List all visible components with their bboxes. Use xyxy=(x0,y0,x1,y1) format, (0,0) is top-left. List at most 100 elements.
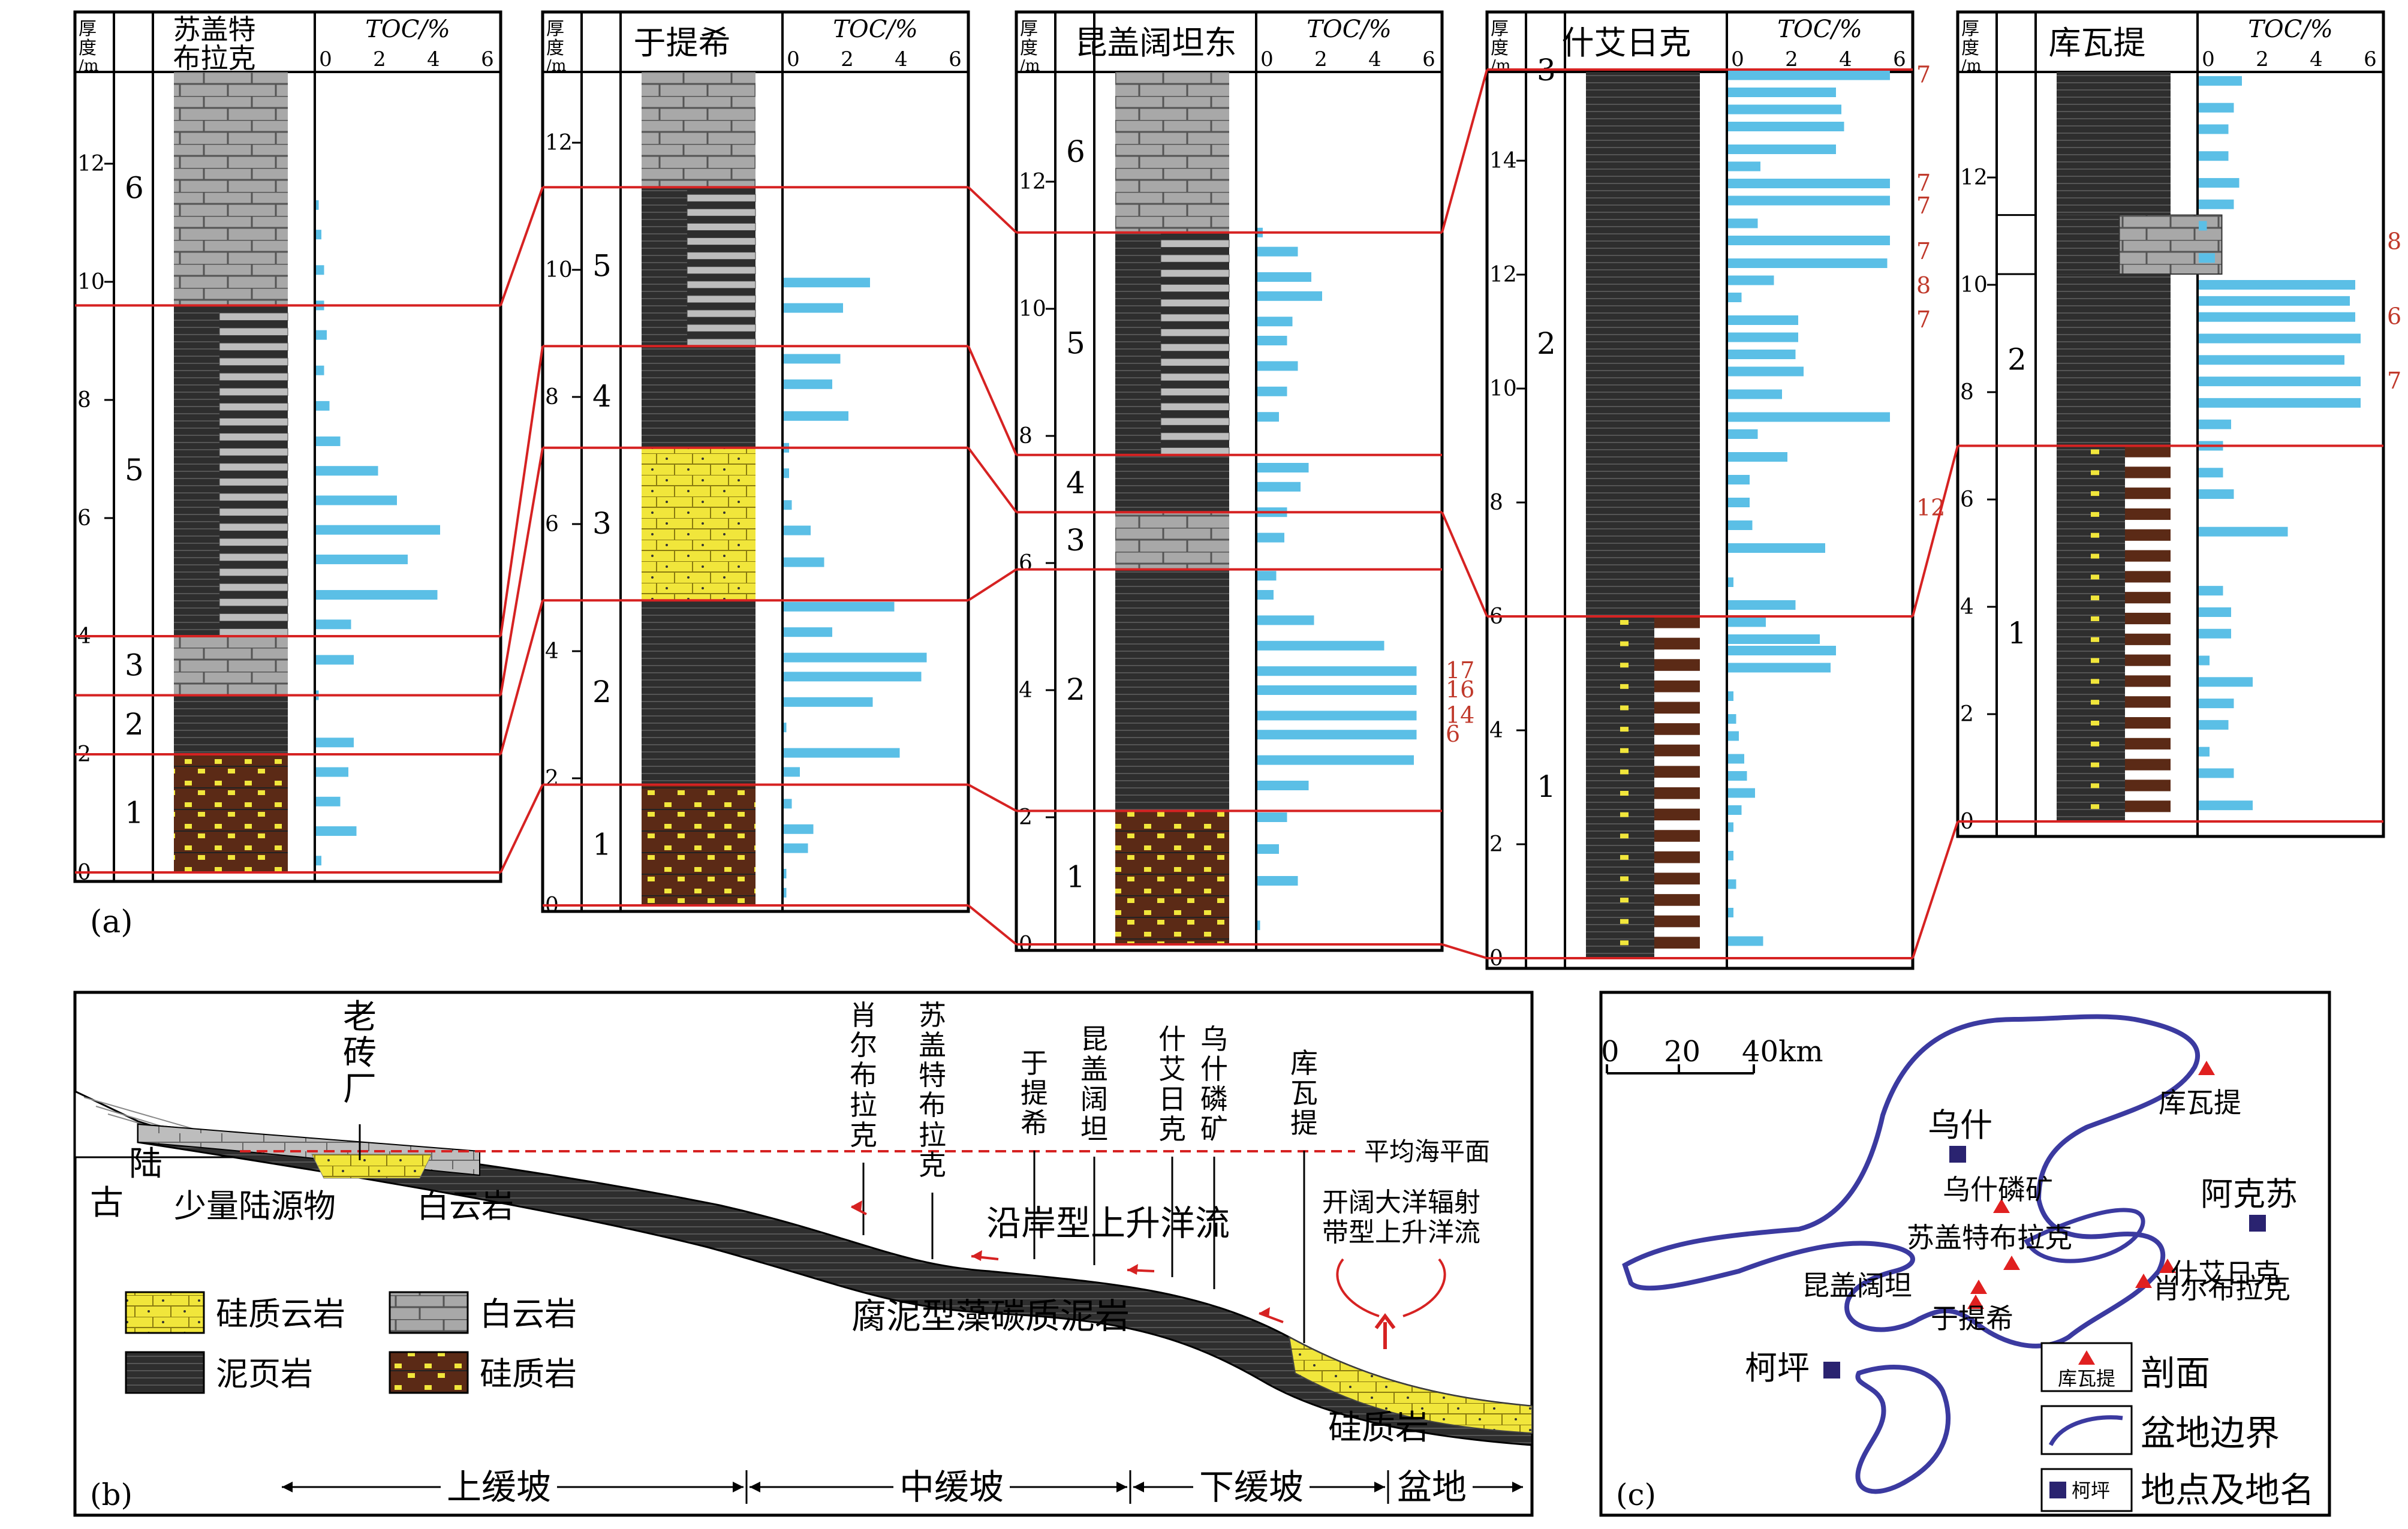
lith-chert-nodule xyxy=(1620,620,1629,625)
depth-tick-label: 6 xyxy=(1960,487,1974,512)
lith-chert-nodule xyxy=(1620,769,1629,775)
toc-bar xyxy=(1728,452,1787,462)
toc-bar xyxy=(1257,640,1384,651)
toc-tick-label: 6 xyxy=(949,47,962,71)
lith-dolomite-stripe xyxy=(219,463,288,471)
lith-dolomite-stripe xyxy=(687,222,756,231)
map-profile-1: 库瓦提 xyxy=(2159,1061,2241,1119)
lith-shale-stripe xyxy=(1161,425,1229,433)
zone-arrowhead xyxy=(733,1482,744,1492)
toc-bar xyxy=(1728,520,1753,530)
lith-dolomite-stripe xyxy=(1160,239,1230,248)
column-frame xyxy=(541,10,970,913)
lith-shale xyxy=(642,187,687,347)
toc-overflow-label: 6 xyxy=(2387,303,2401,330)
toc-bar xyxy=(1257,876,1298,886)
map-profile-5: 肖尔布拉克 xyxy=(2135,1272,2290,1305)
toc-bar xyxy=(2199,677,2253,687)
lith-siliceous-stripe xyxy=(1654,787,1700,799)
legend-profile-label: 剖面 xyxy=(2141,1353,2210,1393)
depth-tick-label: 8 xyxy=(1489,490,1503,515)
toc-bar xyxy=(2199,312,2355,322)
depth-tick-label: 10 xyxy=(545,258,573,282)
lith-chert-nodule xyxy=(2091,658,2099,663)
toc-header: TOC/% xyxy=(1307,16,1392,43)
legend-boundary-box xyxy=(2040,1405,2133,1455)
toc-bar xyxy=(784,627,832,637)
toc-bar xyxy=(1728,195,1890,206)
lith-siliceous-stripe xyxy=(2125,487,2171,499)
toc-overflow-label: 7 xyxy=(2387,368,2401,394)
unit-number: 6 xyxy=(1066,134,1085,169)
toc-bar xyxy=(1257,812,1287,822)
lith-dolomite-stripe xyxy=(219,478,288,486)
depth-tick-label: 12 xyxy=(1960,165,1988,190)
depth-header-unit: /m xyxy=(1020,57,1040,75)
lith-siliceous-stripe xyxy=(2125,529,2171,541)
correlation-line xyxy=(967,568,1018,601)
legend-profile-sample: 库瓦提 xyxy=(2058,1367,2115,1390)
lith-shale-stripe xyxy=(1161,336,1229,344)
toc-bar xyxy=(1728,714,1736,724)
lith-siliceous-stripe xyxy=(2125,738,2171,750)
profile-marker xyxy=(2159,1259,2176,1273)
correlation-line xyxy=(967,904,1018,946)
toc-bar xyxy=(784,887,787,898)
toc-bar xyxy=(316,826,357,836)
lith-shale-stripe xyxy=(219,606,288,614)
toc-bar xyxy=(1728,122,1844,131)
lith-siliceous-stripe xyxy=(2125,675,2171,687)
toc-bar xyxy=(2199,151,2229,161)
panel-b-legend: 硅质云岩白云岩泥页岩硅质岩 xyxy=(125,1291,577,1394)
toc-bar xyxy=(316,655,354,665)
toc-bar xyxy=(2199,377,2361,387)
site-label-char: 日 xyxy=(1158,1083,1186,1115)
lith-dolomite-stripe xyxy=(1160,254,1230,263)
toc-bar xyxy=(2199,419,2231,429)
legend-silty-dolomite-label: 硅质云岩 xyxy=(216,1295,345,1333)
lith-dolomite-stripe xyxy=(1160,358,1230,366)
toc-bar xyxy=(1728,731,1739,741)
depth-header-unit: /m xyxy=(79,57,98,75)
unit-number: 4 xyxy=(1066,466,1085,501)
toc-bar xyxy=(1728,754,1744,764)
toc-bar xyxy=(784,525,811,535)
correlation-line xyxy=(967,345,1018,456)
map-profile-label: 昆盖阔坦 xyxy=(1802,1269,1912,1302)
lith-chert-nodule xyxy=(1620,727,1629,732)
lith-dolomite-stripe xyxy=(219,553,288,562)
lith-shale-stripe xyxy=(219,591,288,599)
site-6: 乌什磷矿 xyxy=(1200,1023,1228,1289)
upwelling-arrowhead xyxy=(851,1200,862,1211)
lith-shale xyxy=(174,305,219,636)
site-label-char: 特 xyxy=(919,1059,946,1091)
map-profile-label: 于提希 xyxy=(1931,1302,2013,1335)
zone-label-middle: 中缓坡 xyxy=(899,1467,1004,1507)
toc-bar xyxy=(1257,685,1417,695)
toc-bar xyxy=(2199,655,2210,666)
correlation-line xyxy=(499,600,544,755)
lith-shale xyxy=(2057,274,2171,446)
depth-header-unit: /m xyxy=(1491,57,1510,75)
toc-bar xyxy=(1728,315,1798,325)
brickyard-label: 厂 xyxy=(343,1070,377,1109)
correlation-line xyxy=(1441,943,1488,959)
map-place-3: 柯坪 xyxy=(1745,1349,1840,1387)
lith-shale-stripe xyxy=(219,561,288,569)
depth-tick-label: 4 xyxy=(1489,718,1503,743)
upwelling-arrowhead xyxy=(971,1250,982,1261)
lith-shale-stripe xyxy=(219,380,288,389)
toc-bar xyxy=(316,767,348,777)
lith-dolomite xyxy=(174,72,288,306)
toc-bar xyxy=(316,265,324,275)
column-frame xyxy=(73,10,502,883)
toc-bar xyxy=(2199,199,2234,209)
toc-bar xyxy=(784,278,870,288)
legend-siliceous-label: 硅质岩 xyxy=(480,1355,577,1393)
lith-dolomite-stripe xyxy=(1160,343,1230,352)
toc-bar xyxy=(784,468,789,478)
legend-dolomite-swatch xyxy=(389,1291,469,1334)
lith-chert-nodule xyxy=(2091,470,2099,475)
map-place-2: 阿克苏 xyxy=(2201,1175,2298,1232)
lith-shale-stripe xyxy=(1161,381,1229,389)
